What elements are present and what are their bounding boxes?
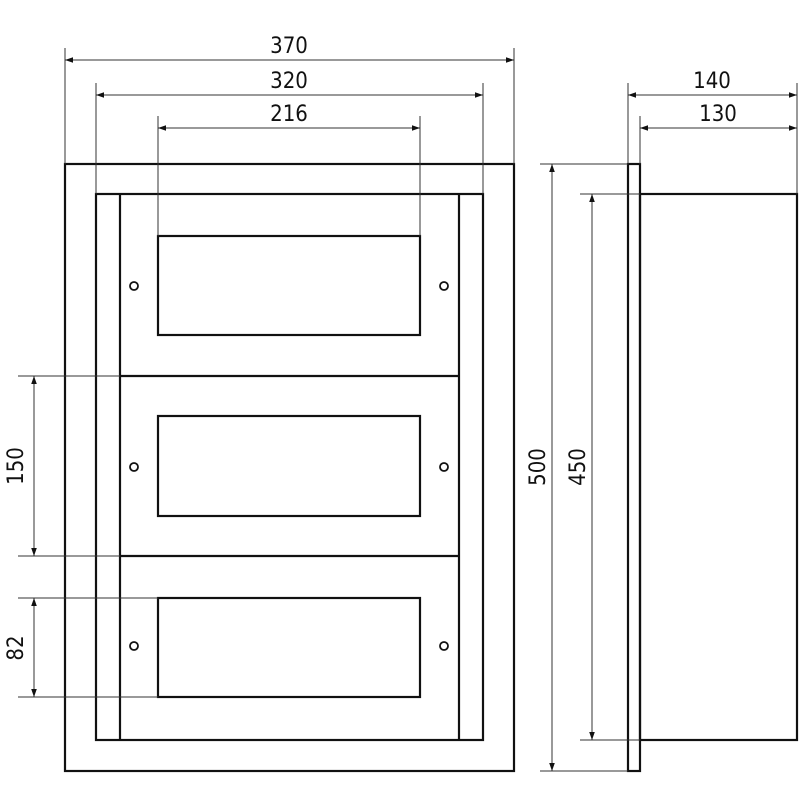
module-window-2 — [156, 414, 422, 518]
side-box — [638, 192, 799, 742]
dimension-labels: 370 320 216 140 130 500 450 150 82 — [4, 34, 737, 661]
dimension-lines — [31, 57, 797, 771]
outer-frame — [63, 162, 516, 773]
label-total-depth: 140 — [693, 69, 731, 94]
label-inner-width: 320 — [270, 69, 308, 94]
module-window-1 — [156, 234, 422, 337]
module-window-3 — [156, 596, 422, 699]
label-window-width: 216 — [270, 102, 308, 127]
screw-hole — [129, 462, 139, 472]
side-flange — [626, 162, 642, 773]
screw-hole — [129, 281, 139, 291]
screw-hole — [439, 462, 449, 472]
label-outer-height: 500 — [526, 448, 551, 486]
label-outer-width: 370 — [270, 34, 308, 59]
screw-hole — [129, 641, 139, 651]
screw-hole — [439, 281, 449, 291]
label-inner-height: 450 — [566, 448, 591, 486]
screw-hole — [439, 641, 449, 651]
label-box-depth: 130 — [699, 102, 737, 127]
label-window-height: 82 — [4, 635, 29, 660]
inner-frame — [94, 192, 485, 742]
front-view — [63, 162, 516, 773]
side-view — [626, 162, 799, 773]
label-module-height: 150 — [4, 447, 29, 485]
extension-lines — [18, 48, 798, 772]
